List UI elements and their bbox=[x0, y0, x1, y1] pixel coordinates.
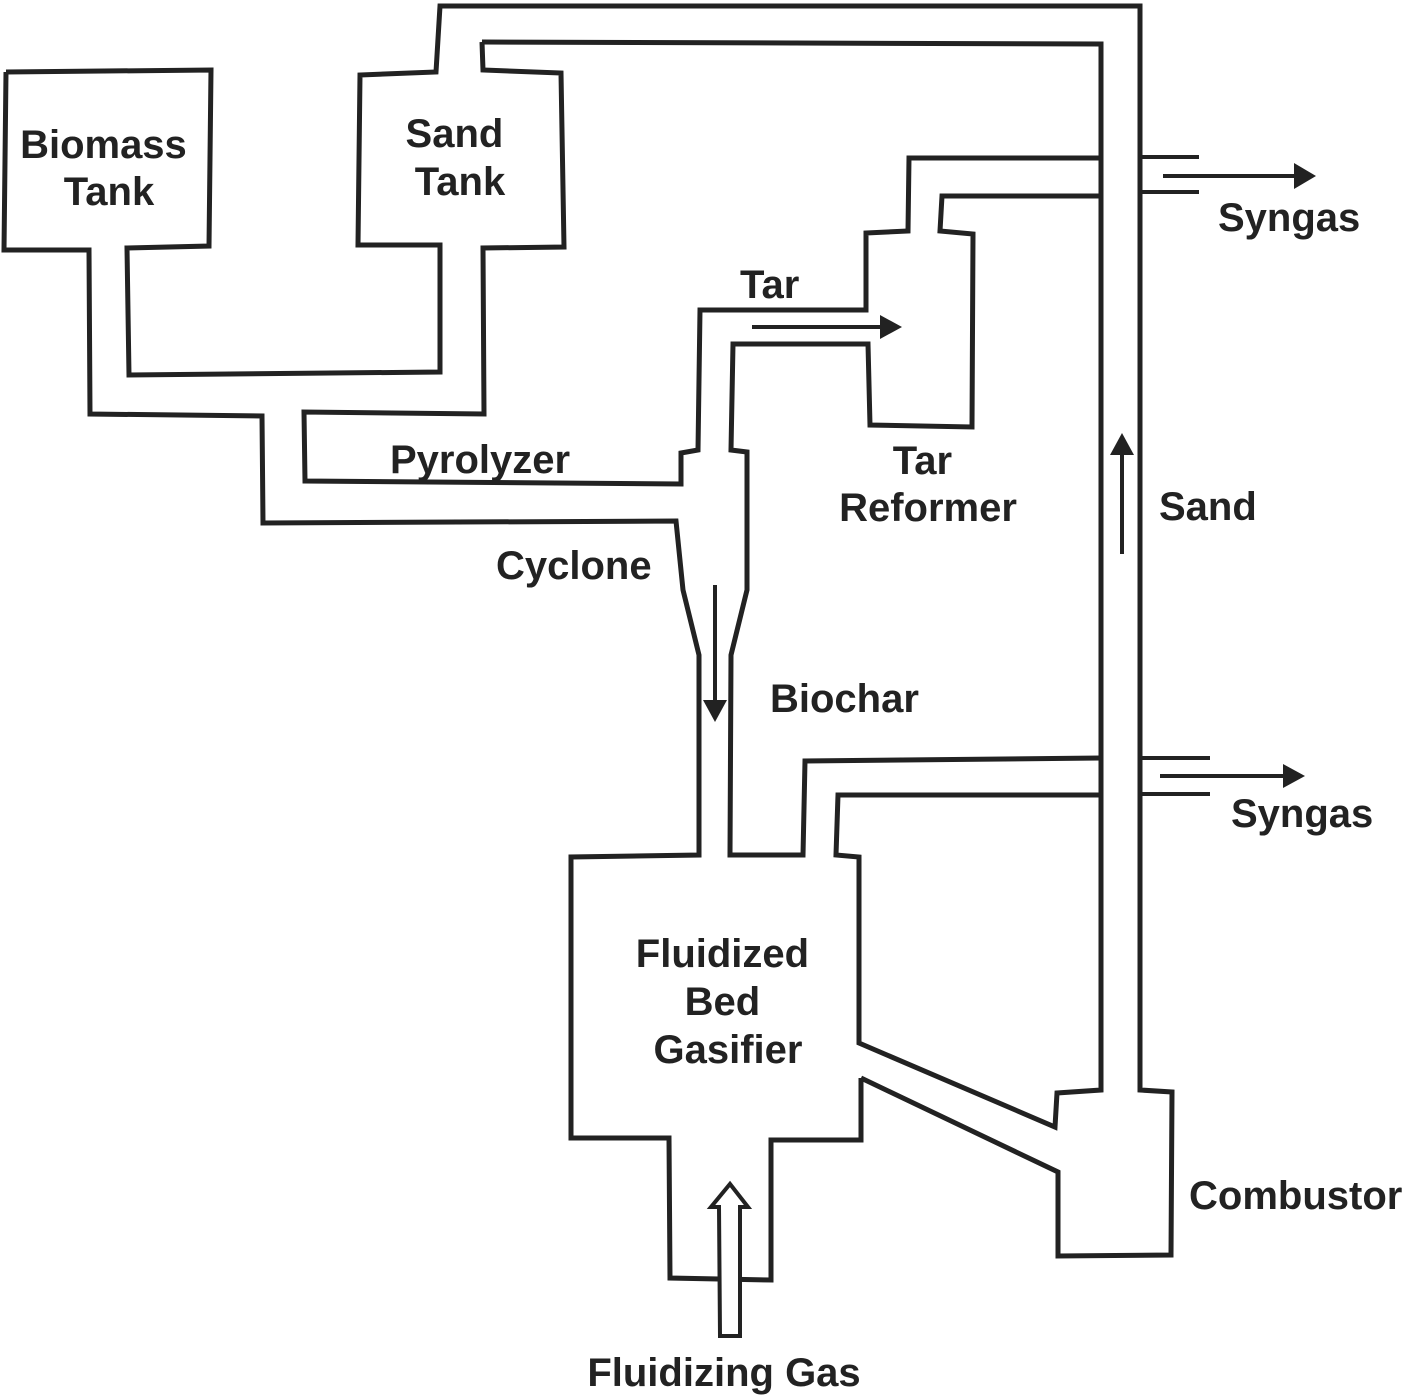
syngas-top-arrow bbox=[1163, 163, 1316, 189]
sand-tank-label: Sand Tank bbox=[406, 112, 515, 204]
tar-reformer-label-line2: Reformer bbox=[839, 486, 1017, 530]
sand-tank-outline bbox=[481, 39, 1104, 1131]
syngas-bottom-arrow bbox=[1160, 764, 1305, 788]
fluidizing-gas-label: Fluidizing Gas bbox=[587, 1351, 860, 1395]
tar-reformer-label: Tar Reformer bbox=[839, 439, 1017, 530]
sand-tank-label-line1: Sand bbox=[406, 112, 504, 156]
syngas-top-label: Syngas bbox=[1218, 196, 1360, 240]
syngas-bottom-label: Syngas bbox=[1231, 792, 1373, 836]
tar-reformer-label-line1: Tar bbox=[893, 439, 952, 483]
pyrolyzer-outer-wall bbox=[1, 71, 864, 1283]
sand-tank-label-line2: Tank bbox=[415, 160, 506, 204]
gasifier-label-line2: Bed bbox=[685, 980, 761, 1024]
tar-reformer-outline bbox=[727, 193, 1102, 858]
biomass-tank-label: Biomass Tank bbox=[20, 123, 198, 214]
cyclone-label: Cyclone bbox=[496, 544, 652, 588]
gasifier-label-line1: Fluidized bbox=[636, 932, 809, 976]
tar-arrow bbox=[752, 315, 902, 339]
combustor-label: Combustor bbox=[1189, 1174, 1402, 1218]
gasifier-label-line3: Gasifier bbox=[654, 1028, 803, 1072]
tar-label: Tar bbox=[740, 263, 799, 307]
syngas-outlet-bottom-pipe bbox=[1142, 756, 1210, 796]
biochar-label: Biochar bbox=[770, 677, 919, 721]
gasifier-label: Fluidized Bed Gasifier bbox=[636, 932, 820, 1072]
sand-arrow bbox=[1110, 433, 1134, 554]
biomass-tank-label-line2: Tank bbox=[64, 170, 155, 214]
sand-label: Sand bbox=[1159, 485, 1257, 529]
pyrolyzer-label: Pyrolyzer bbox=[390, 438, 570, 482]
biochar-arrow bbox=[703, 585, 727, 722]
biomass-tank-outline bbox=[5, 3, 1175, 1259]
fluidizing-gas-arrow bbox=[706, 1180, 753, 1338]
sand-tank-lower bbox=[301, 41, 1101, 487]
biomass-tank-label-line1: Biomass bbox=[20, 123, 187, 167]
syngas-outlet-top-pipe bbox=[1142, 155, 1199, 194]
